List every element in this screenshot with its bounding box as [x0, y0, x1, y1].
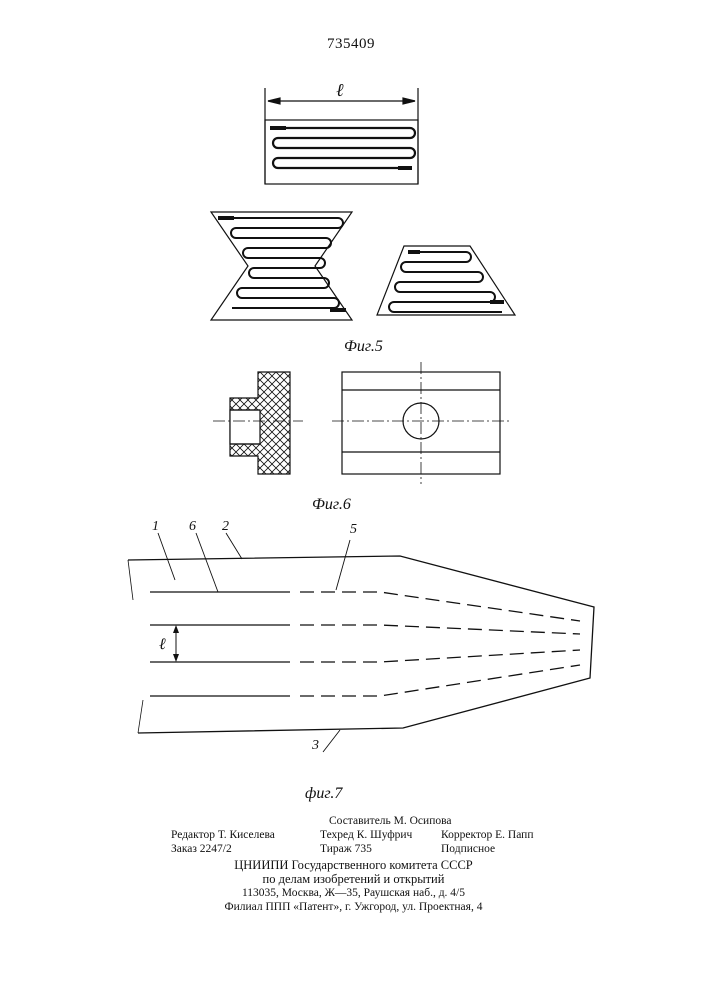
imprint-org-line1: ЦНИИПИ Государственного комитета СССР — [0, 858, 707, 872]
fig5-rectangle-heater — [265, 88, 418, 184]
imprint-editor: Редактор Т. Киселева — [171, 828, 275, 842]
imprint-org-line2: по делам изобретений и открытий — [0, 872, 707, 886]
fig7-ref-6: 6 — [189, 519, 196, 535]
fig7-dimension-label: ℓ — [159, 636, 166, 654]
fig7-ref-2: 2 — [222, 519, 229, 535]
fig7-tapered-body — [128, 533, 594, 752]
imprint-composer: Составитель М. Осипова — [329, 814, 451, 828]
fig7-ref-1: 1 — [152, 519, 159, 535]
fig6-caption: Фиг.6 — [312, 496, 351, 514]
imprint-order: Заказ 2247/2 — [171, 842, 232, 856]
imprint-subscription: Подписное — [441, 842, 495, 856]
imprint-corrector: Корректор Е. Папп — [441, 828, 533, 842]
fig5-caption: Фиг.5 — [344, 338, 383, 356]
imprint-branch: Филиал ППП «Патент», г. Ужгород, ул. Про… — [0, 900, 707, 914]
imprint-address: 113035, Москва, Ж—35, Раушская наб., д. … — [0, 886, 707, 900]
fig7-caption: фиг.7 — [305, 785, 342, 803]
fig6-section-view — [213, 372, 303, 474]
imprint-tech-editor: Техред К. Шуфрич — [320, 828, 412, 842]
imprint-circulation: Тираж 735 — [320, 842, 372, 856]
fig7-ref-3: 3 — [312, 738, 319, 754]
fig7-ref-5: 5 — [350, 522, 357, 538]
fig5-hourglass-heater — [211, 212, 352, 320]
fig5-dimension-label: ℓ — [336, 80, 344, 101]
fig6-plan-view — [332, 362, 512, 484]
fig5-trapezoid-heater — [377, 246, 515, 315]
